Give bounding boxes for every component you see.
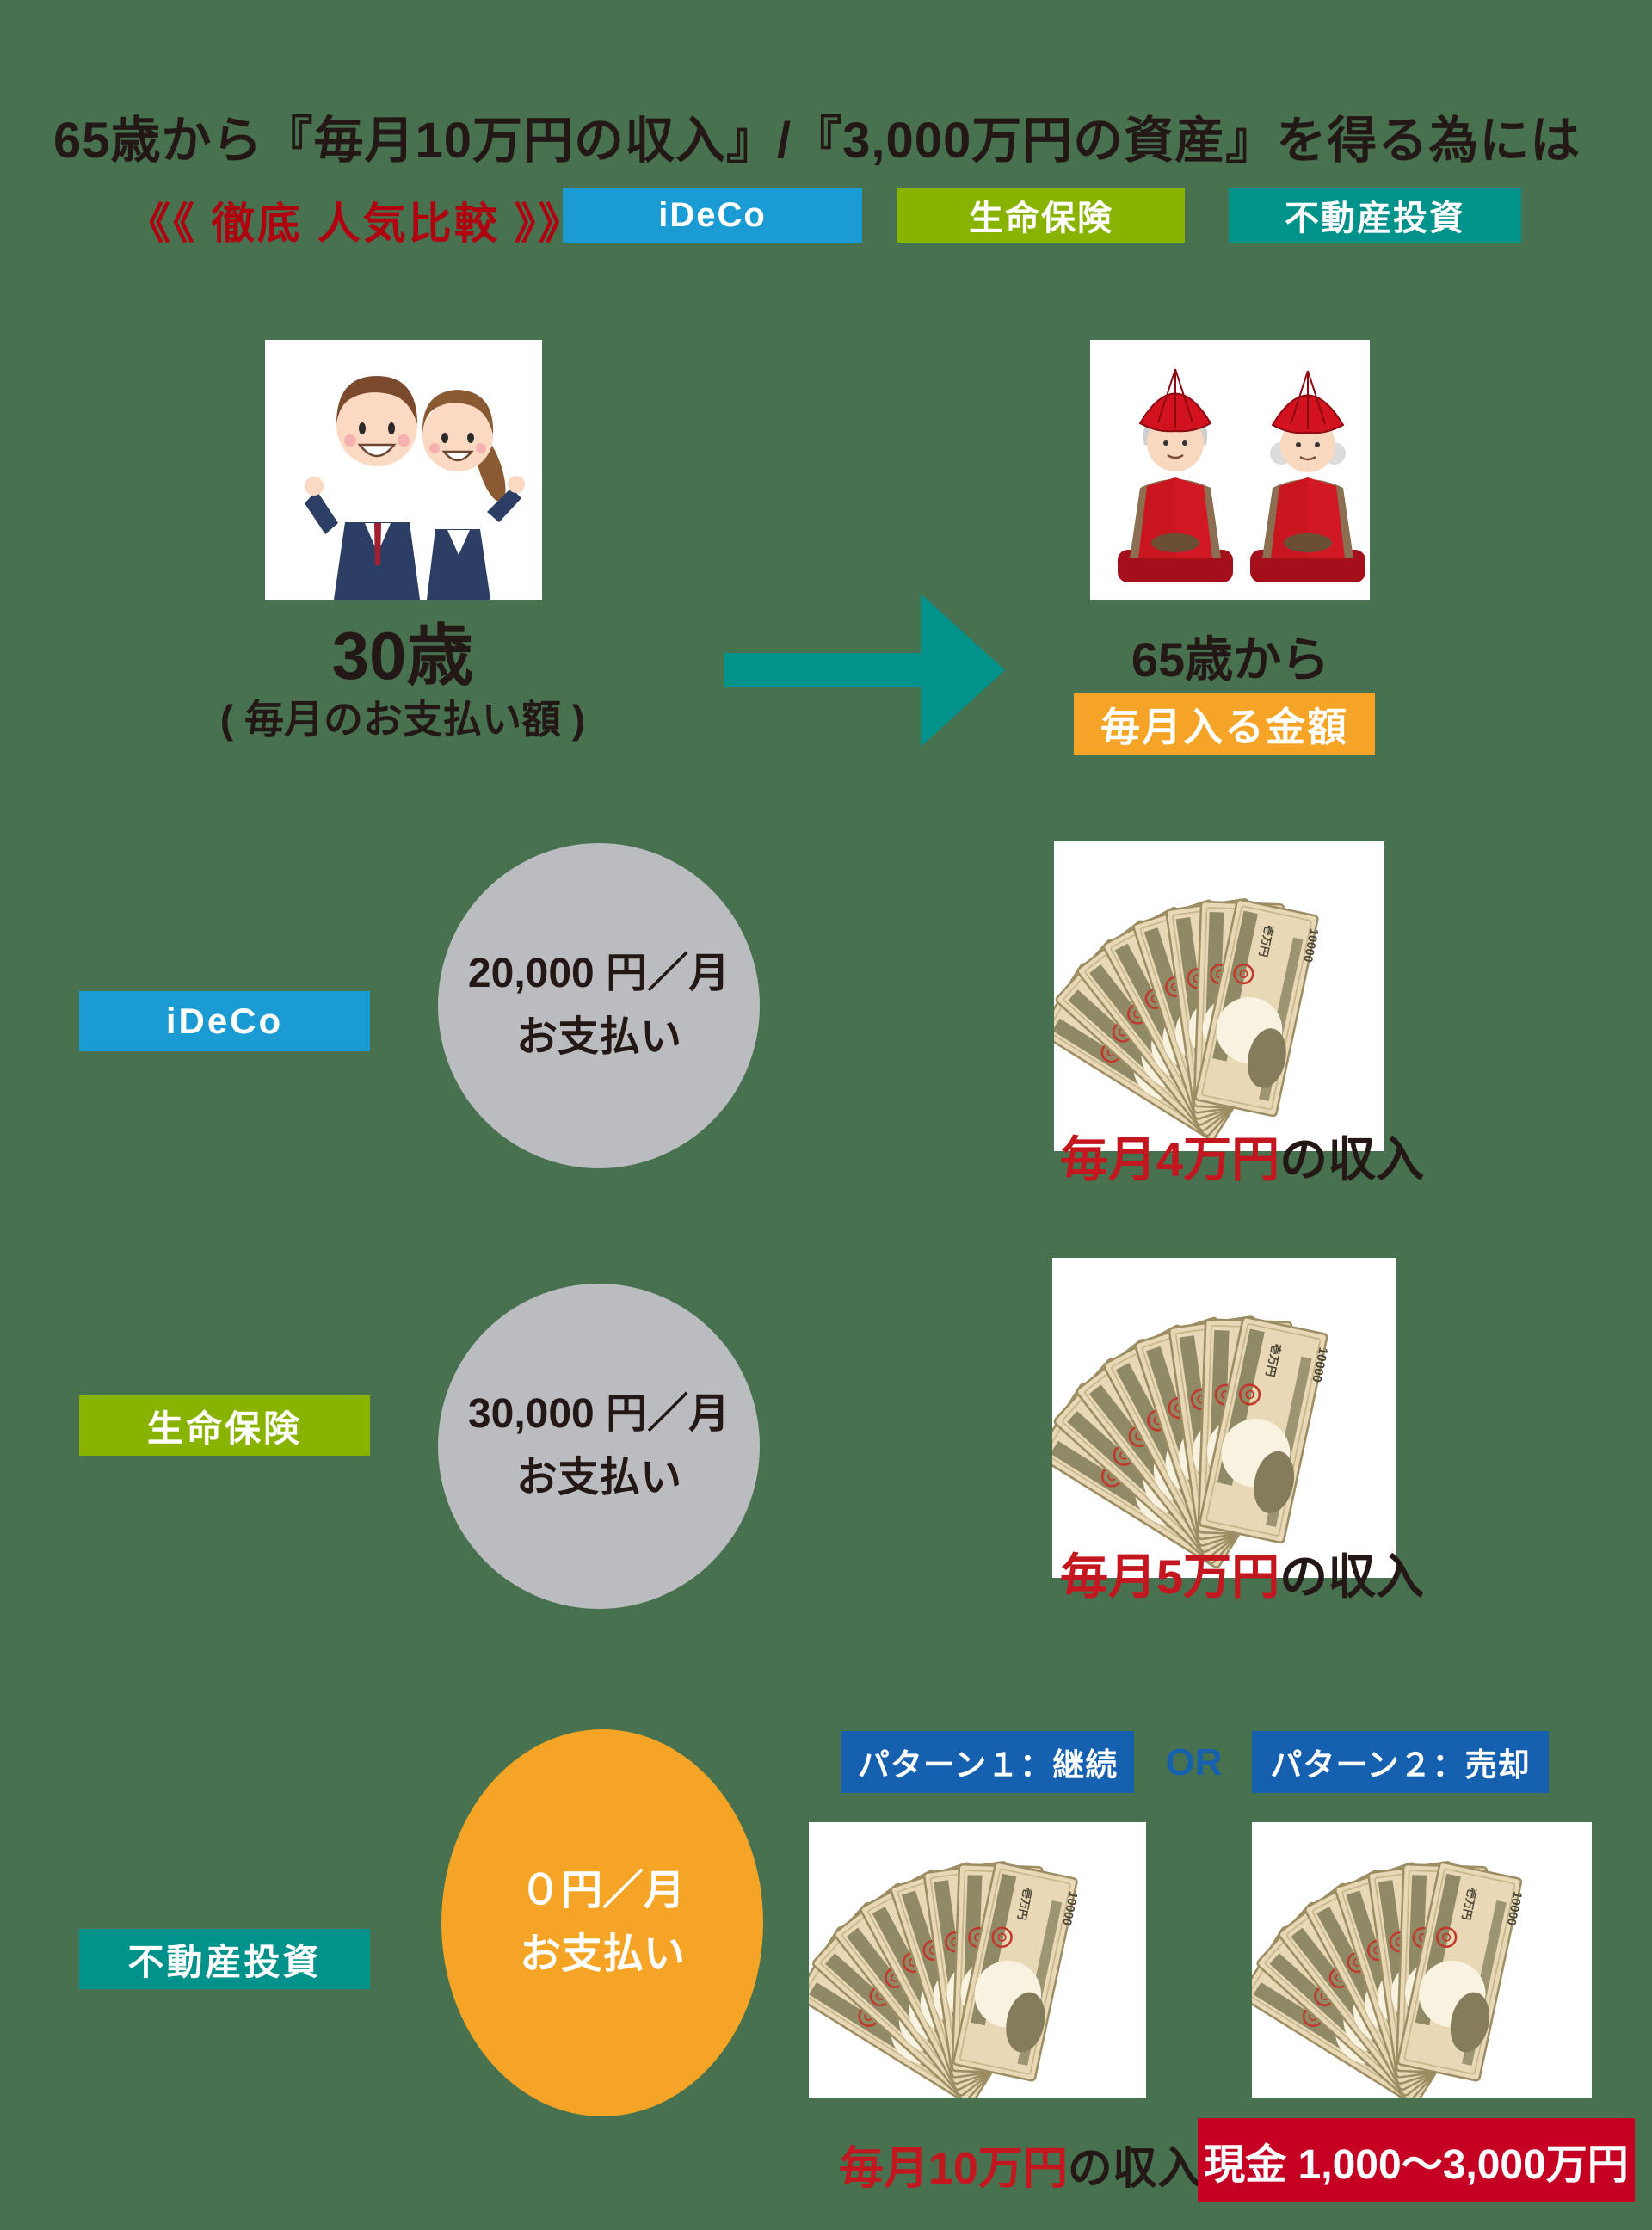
elderly-couple-illustration (1090, 340, 1370, 600)
start-age-note: ( 毎月のお支払い額 ) (219, 697, 586, 742)
tag-seimei: 生命保険 (897, 188, 1185, 243)
row-label-ideco: iDeCo (79, 991, 370, 1051)
payment-circle-ideco: 20,000 円／月 お支払い (438, 843, 760, 1168)
arrow-right-icon (724, 592, 1005, 748)
elderly-couple-icon (1090, 340, 1370, 600)
income-amount: 毎月4万円 (1060, 1132, 1280, 1186)
payment-circle-seimei: 30,000 円／月 お支払い (438, 1284, 760, 1609)
payment-amount: 30,000 円／月 (467, 1390, 730, 1437)
money-fan-illustration-ideco (1054, 841, 1384, 1151)
end-age-label: 65歳から (1131, 632, 1330, 687)
compare-label: 《《 徹底 人気比較 》》 (127, 200, 584, 248)
start-age-label: 30歳 (331, 618, 474, 693)
payment-amount: 20,000 円／月 (467, 950, 730, 996)
money-fan-illustration-pattern1 (809, 1822, 1146, 2098)
income-suffix: の収入 (1067, 2144, 1202, 2194)
income-suffix: の収入 (1279, 1132, 1425, 1186)
income-suffix: の収入 (1279, 1549, 1425, 1604)
payment-amount: ０円／月 (519, 1867, 685, 1913)
row-label-fudosan: 不動産投資 (79, 1929, 370, 1989)
young-couple-icon (265, 340, 542, 600)
cash-badge: 現金 1,000〜3,000万円 (1198, 2118, 1635, 2202)
payment-caption: お支払い (519, 1931, 685, 1977)
payment-caption: お支払い (515, 1014, 681, 1060)
monthly-income-badge: 毎月入る金額 (1074, 693, 1375, 755)
pattern1-badge: パターン１：継続 (841, 1731, 1134, 1793)
income-text-seimei: 毎月5万円の収入 (1060, 1538, 1424, 1608)
income-amount: 毎月5万円 (1060, 1549, 1280, 1604)
tag-fudosan: 不動産投資 (1229, 188, 1521, 243)
pattern2-badge: パターン２：売却 (1252, 1731, 1549, 1793)
payment-caption: お支払い (515, 1455, 681, 1500)
income-text-ideco: 毎月4万円の収入 (1060, 1121, 1424, 1191)
income-text-fudosan: 毎月10万円の収入 (839, 2132, 1202, 2196)
tag-ideco: iDeCo (563, 188, 862, 243)
young-couple-illustration (265, 340, 542, 600)
row-label-seimei: 生命保険 (79, 1395, 370, 1456)
payment-circle-fudosan: ０円／月 お支払い (441, 1729, 763, 2116)
income-amount: 毎月10万円 (839, 2144, 1068, 2194)
or-label: OR (1165, 1741, 1223, 1783)
money-fan-illustration-seimei (1052, 1258, 1396, 1578)
page-title: 65歳から『毎月10万円の収入』/『3,000万円の資産』を得る為には (53, 113, 1581, 169)
money-fan-illustration-pattern2 (1252, 1822, 1592, 2098)
